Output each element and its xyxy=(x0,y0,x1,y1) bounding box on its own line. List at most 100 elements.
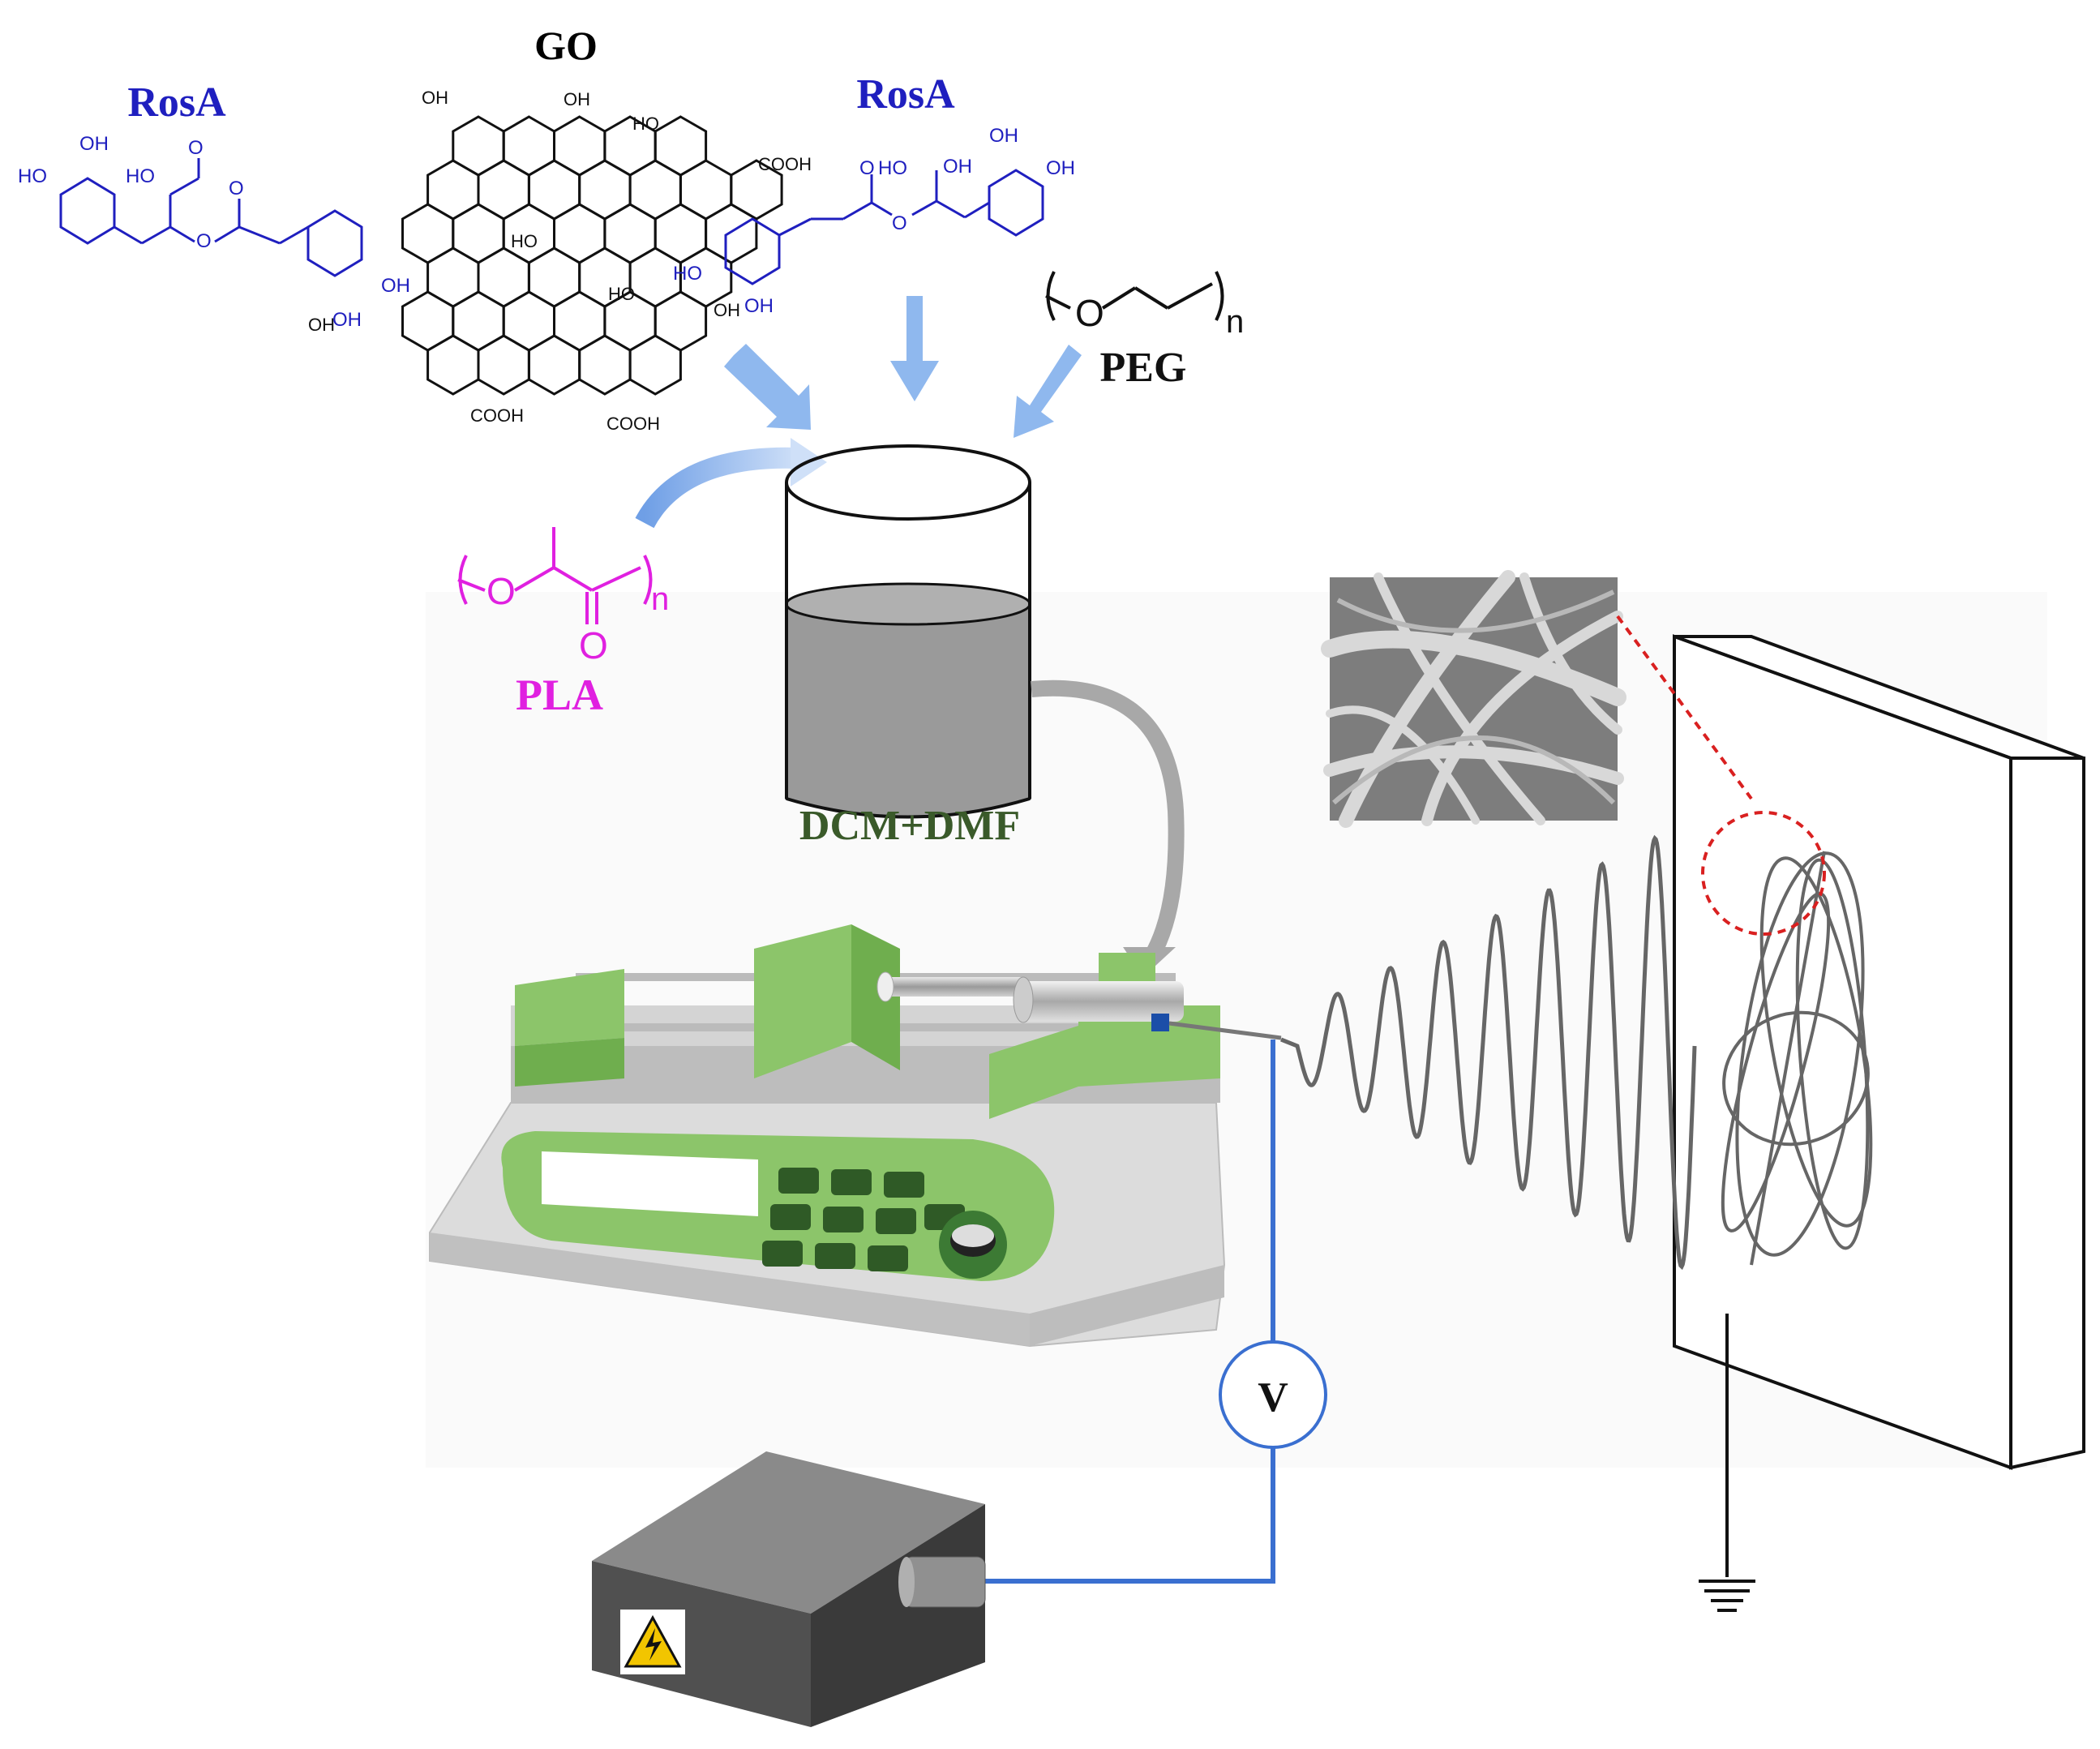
go-label: GO xyxy=(534,23,598,68)
rosa-right-structure xyxy=(724,169,1044,285)
sem-inset xyxy=(1321,570,1626,828)
go-ring xyxy=(527,159,581,221)
go-ring xyxy=(426,334,480,396)
svg-text:OH: OH xyxy=(381,275,410,297)
rear-block xyxy=(515,969,624,1046)
needle xyxy=(1168,1021,1282,1040)
beaker-rim xyxy=(785,444,1031,521)
svg-text:OH: OH xyxy=(332,309,362,331)
go-ring xyxy=(553,203,606,264)
svg-text:HO: HO xyxy=(126,165,155,187)
svg-text:HO: HO xyxy=(632,114,659,134)
go-ring xyxy=(502,115,555,177)
rosa-left-structure xyxy=(59,158,363,277)
solvent-label: DCM+DMF xyxy=(799,803,1020,849)
go-ring xyxy=(654,115,708,177)
svg-text:HO: HO xyxy=(878,157,907,179)
keypad xyxy=(762,1168,965,1271)
go-ring xyxy=(527,246,581,308)
svg-text:HO: HO xyxy=(608,284,635,304)
svg-text:OH: OH xyxy=(744,295,774,317)
pump-display xyxy=(542,1151,758,1216)
syringe-tip xyxy=(1151,1014,1169,1031)
peg-oxygen: O xyxy=(1075,292,1104,334)
svg-text:HO: HO xyxy=(18,165,47,187)
svg-text:OH: OH xyxy=(989,125,1018,147)
svg-text:OH: OH xyxy=(1046,157,1075,179)
ground-icon xyxy=(1699,1314,1755,1612)
go-structure xyxy=(401,115,783,396)
go-ring xyxy=(401,203,455,264)
go-ring xyxy=(477,246,530,308)
pla-structure xyxy=(457,527,653,624)
input-arrows xyxy=(724,296,1082,438)
go-ring xyxy=(426,159,480,221)
voltmeter-label: V xyxy=(1258,1374,1288,1421)
beaker xyxy=(785,444,1031,819)
go-ring xyxy=(628,334,682,396)
go-ring xyxy=(705,203,758,264)
go-ring xyxy=(426,246,480,308)
rosa-right-groups: OH OH HO OH O O HO OH xyxy=(673,125,1075,317)
collector-plate xyxy=(1673,634,2085,1470)
pla-curved-arrow xyxy=(635,447,799,529)
pusher-block xyxy=(754,924,851,1078)
go-ring xyxy=(628,159,682,221)
go-ring xyxy=(401,290,455,352)
pla-n: n xyxy=(651,581,669,617)
go-ring xyxy=(553,290,606,352)
liquid-surface xyxy=(785,582,1031,626)
pla-label: PLA xyxy=(516,671,603,719)
go-ring xyxy=(553,115,606,177)
svg-text:HO: HO xyxy=(511,231,538,251)
beaker-liquid xyxy=(785,602,1031,818)
go-ring xyxy=(527,334,581,396)
syringe-barrel xyxy=(1018,981,1184,1022)
svg-text:COOH: COOH xyxy=(470,405,524,426)
svg-text:COOH: COOH xyxy=(758,154,812,174)
svg-text:O: O xyxy=(229,178,244,199)
high-voltage-wire xyxy=(985,1040,1275,1584)
go-ring xyxy=(654,290,708,352)
peg-structure xyxy=(1045,271,1224,321)
go-ring xyxy=(578,159,632,221)
svg-text:COOH: COOH xyxy=(606,414,660,434)
svg-text:OH: OH xyxy=(79,133,109,155)
go-ring xyxy=(452,203,505,264)
svg-text:OH: OH xyxy=(714,300,740,320)
go-ring xyxy=(477,334,530,396)
front-block xyxy=(989,1026,1078,1119)
fiber-jet xyxy=(1280,834,1697,1271)
pla-oxygen: O xyxy=(486,570,516,612)
transfer-arrow xyxy=(1031,679,1185,962)
plunger-rod xyxy=(884,977,1022,997)
svg-text:O: O xyxy=(196,230,212,252)
voltmeter xyxy=(1219,1340,1327,1449)
svg-text:HO: HO xyxy=(673,263,702,285)
svg-text:O: O xyxy=(892,212,907,234)
svg-text:OH: OH xyxy=(422,88,448,108)
svg-text:OH: OH xyxy=(564,89,590,109)
svg-text:O: O xyxy=(188,137,204,159)
power-supply xyxy=(592,1451,986,1727)
go-ring xyxy=(502,290,555,352)
pla-carbonyl-oxygen: O xyxy=(579,624,608,667)
go-ring xyxy=(452,115,505,177)
svg-text:OH: OH xyxy=(308,315,335,335)
go-ring xyxy=(654,203,708,264)
rosa-right-label: RosA xyxy=(856,71,955,118)
go-ring xyxy=(679,159,733,221)
go-ring xyxy=(603,203,657,264)
go-ring xyxy=(452,290,505,352)
peg-label: PEG xyxy=(1100,345,1187,391)
rosa-left-groups: OH HO HO O O O OH OH xyxy=(18,133,410,331)
go-ring xyxy=(578,334,632,396)
go-ring xyxy=(477,159,530,221)
svg-text:OH: OH xyxy=(943,156,972,178)
zoom-circle xyxy=(1701,811,1826,936)
rosa-left-label: RosA xyxy=(127,79,226,126)
peg-n: n xyxy=(1226,304,1244,340)
go-functional-groups: OH OH HO COOH OH COOH COOH OH HO HO xyxy=(308,88,812,434)
pump-front-edge xyxy=(430,1232,1030,1346)
